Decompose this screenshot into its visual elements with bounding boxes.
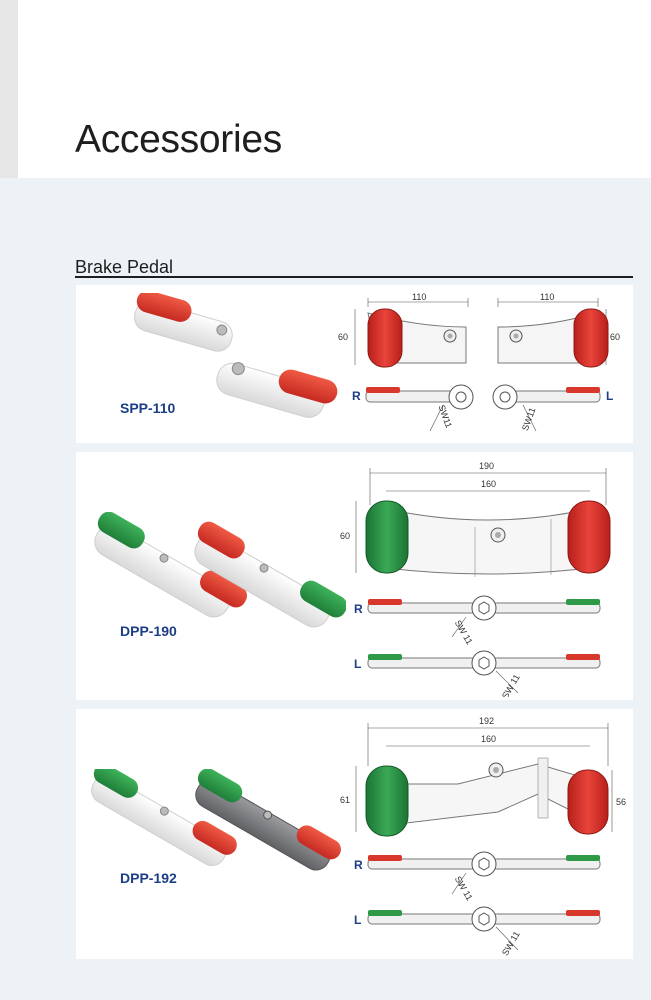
product-photo-dpp-190 <box>94 512 346 628</box>
dim-overall: 192 <box>479 716 494 726</box>
side-label-left: L <box>354 657 361 671</box>
wrench-size: SW 11 <box>500 930 522 958</box>
model-label: DPP-190 <box>120 623 177 639</box>
technical-drawing-dpp-190: 190 160 60 R SW 11 L SW 11 <box>340 461 611 697</box>
dim-height-left: 61 <box>340 795 350 805</box>
section-title: Brake Pedal <box>75 257 174 277</box>
dim-height: 60 <box>340 531 350 541</box>
technical-drawing-dpp-192: 192 160 61 56 R SW 11 L SW 11 <box>340 716 626 958</box>
side-label-right: R <box>354 602 363 616</box>
dim-width: 110 <box>540 293 554 302</box>
top-view-right: 110 60 <box>338 293 469 368</box>
product-photo-dpp-192 <box>91 769 341 871</box>
top-view-left: 110 60 <box>497 293 620 368</box>
dim-height: 60 <box>610 332 620 342</box>
technical-drawing-spp-110: 110 60 110 60 R SW11 L <box>338 293 620 432</box>
product-card-spp-110: SPP-110 110 60 110 60 <box>76 285 633 443</box>
dim-height: 60 <box>338 332 348 342</box>
product-card-dpp-190: DPP-190 190 160 60 R SW 11 L S <box>76 452 633 700</box>
wrench-size: SW11 <box>436 403 454 429</box>
dim-width: 110 <box>412 293 426 302</box>
side-label-right: R <box>352 389 361 403</box>
side-label-left: L <box>354 913 361 927</box>
dim-center: 160 <box>481 734 496 744</box>
dim-height-right: 56 <box>616 797 626 807</box>
model-label: SPP-110 <box>120 400 176 416</box>
side-label-left: L <box>606 389 613 403</box>
dim-overall: 190 <box>479 461 494 471</box>
page-title: Accessories <box>75 118 282 161</box>
model-label: DPP-192 <box>120 870 177 886</box>
side-label-right: R <box>354 858 363 872</box>
product-photo-spp-110 <box>133 293 338 418</box>
wrench-size: SW 11 <box>453 618 475 646</box>
wrench-size: SW 11 <box>500 673 522 697</box>
product-card-dpp-192: DPP-192 192 160 61 56 R SW 11 L <box>76 709 633 959</box>
dim-center: 160 <box>481 479 496 489</box>
section-divider <box>75 276 633 278</box>
sidebar-accent <box>0 0 18 178</box>
